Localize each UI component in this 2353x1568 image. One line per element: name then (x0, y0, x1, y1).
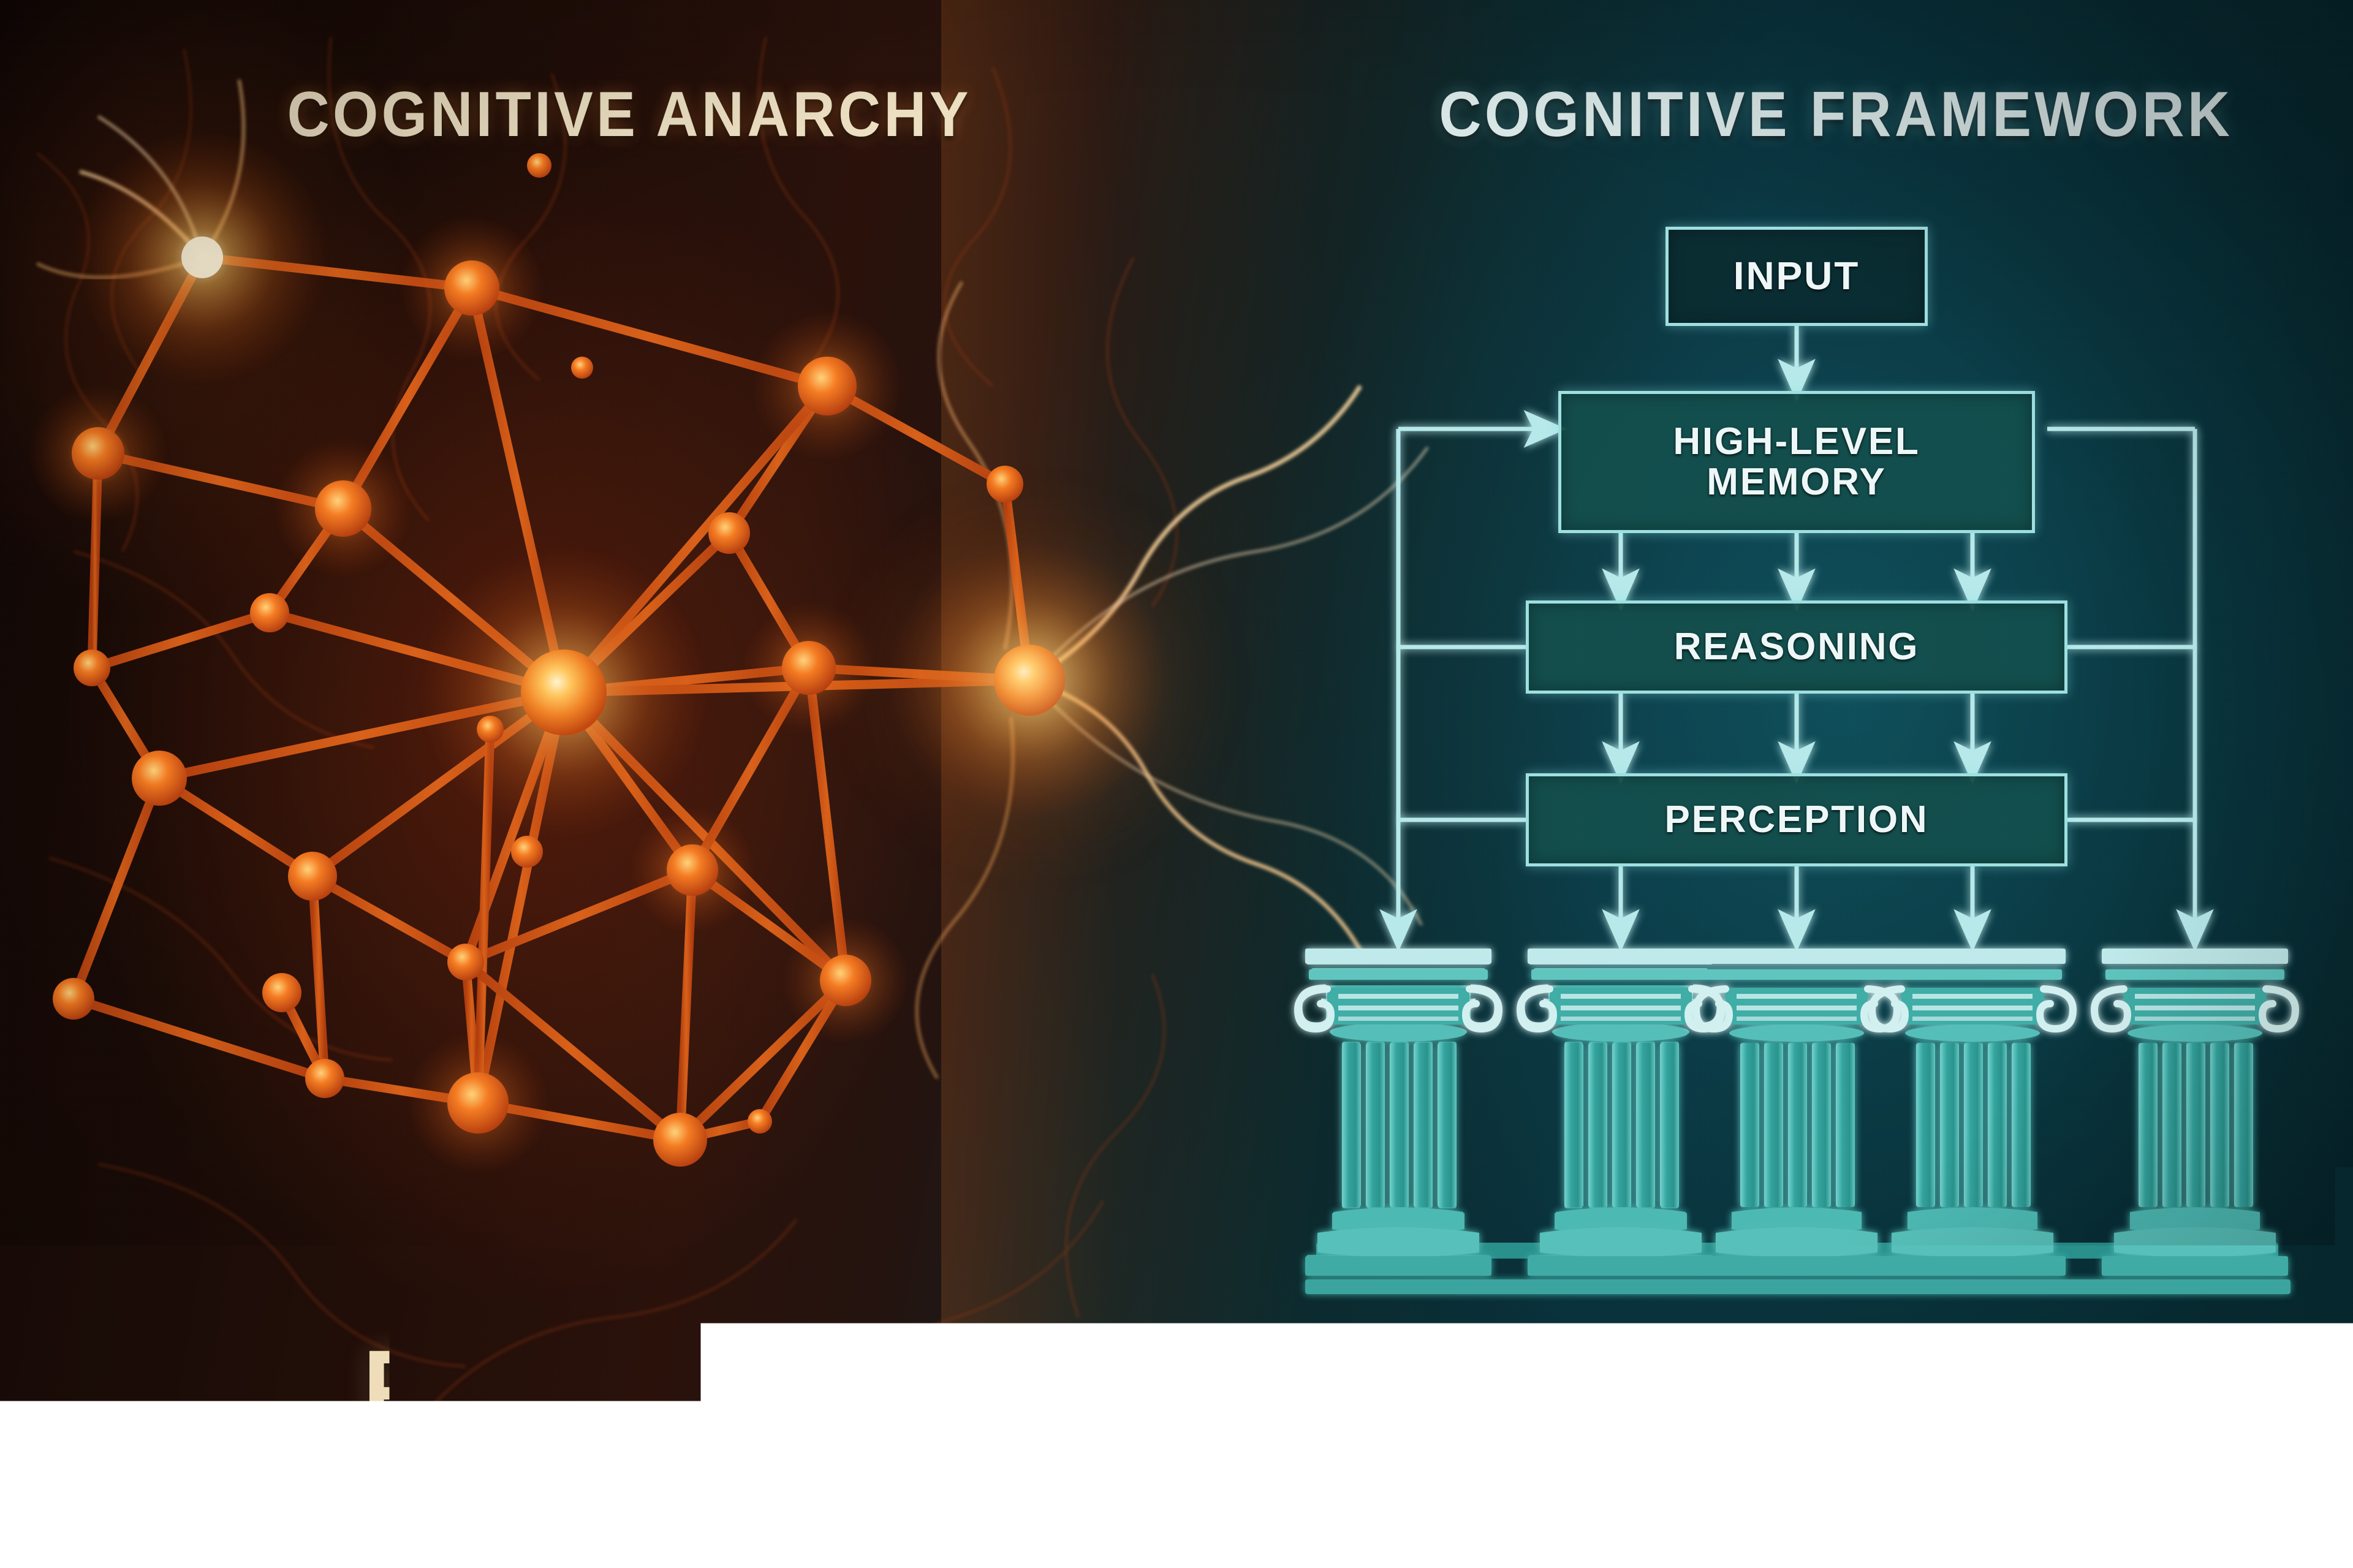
flow-box-input[interactable]: INPUT (1665, 227, 1928, 326)
column-3 (1696, 949, 1897, 1276)
columns (1298, 949, 2295, 1294)
column-4 (1872, 949, 2073, 1276)
left-panel-title: COGNITIVE ANARCHY (287, 78, 972, 151)
flow-box-perception[interactable]: PERCEPTION (1526, 773, 2067, 866)
flow-box-input-label: INPUT (1733, 256, 1860, 297)
column-2 (1520, 949, 1721, 1276)
right-panel-title: COGNITIVE FRAMEWORK (1439, 78, 2233, 151)
flow-box-reasoning[interactable]: REASONING (1526, 600, 2067, 694)
flow-box-reasoning-label: REASONING (1674, 627, 1920, 667)
flow-box-memory-label-line2: MEMORY (1673, 462, 1920, 502)
flow-box-memory-label-line1: HIGH-LEVEL (1673, 422, 1920, 462)
flow-box-perception-label: PERCEPTION (1665, 800, 1929, 840)
flow-box-high-level-memory[interactable]: HIGH-LEVEL MEMORY (1558, 391, 2035, 533)
column-1 (1298, 949, 1499, 1276)
poster-headline: FROM CHAOS TO GOVERNANCE (363, 1325, 1990, 1453)
column-5 (2094, 949, 2295, 1276)
